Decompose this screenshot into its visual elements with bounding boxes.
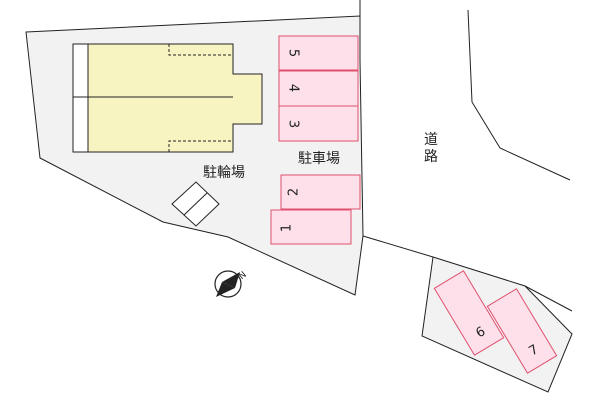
parking-slot: 2 bbox=[280, 174, 361, 210]
parking-label: 駐車場 bbox=[298, 150, 340, 167]
slot-number: 2 bbox=[287, 188, 302, 196]
slot-number: 5 bbox=[286, 49, 301, 57]
road-label-char2: 路 bbox=[424, 149, 438, 165]
parking-slot: 4 bbox=[278, 70, 359, 107]
bicycle-shed bbox=[171, 181, 220, 227]
slot-number: 4 bbox=[286, 84, 301, 92]
compass-icon: N bbox=[214, 270, 249, 298]
parking-slot: 7 bbox=[486, 288, 558, 374]
parking-slot: 6 bbox=[433, 270, 505, 356]
building bbox=[72, 43, 263, 153]
building-balcony bbox=[72, 43, 89, 153]
bicycle-parking-label: 駐輪場 bbox=[203, 164, 245, 181]
building-body bbox=[87, 43, 263, 153]
lower-lot bbox=[421, 256, 573, 393]
parking-slot: 5 bbox=[278, 35, 359, 71]
parking-slot: 1 bbox=[270, 209, 352, 245]
compass-north-letter: N bbox=[237, 270, 249, 282]
road-label-char1: 道 bbox=[424, 132, 438, 148]
slot-number: 3 bbox=[286, 120, 301, 128]
parking-slot: 3 bbox=[278, 105, 359, 142]
road-lines bbox=[359, 0, 573, 312]
slot-number: 1 bbox=[280, 224, 295, 232]
